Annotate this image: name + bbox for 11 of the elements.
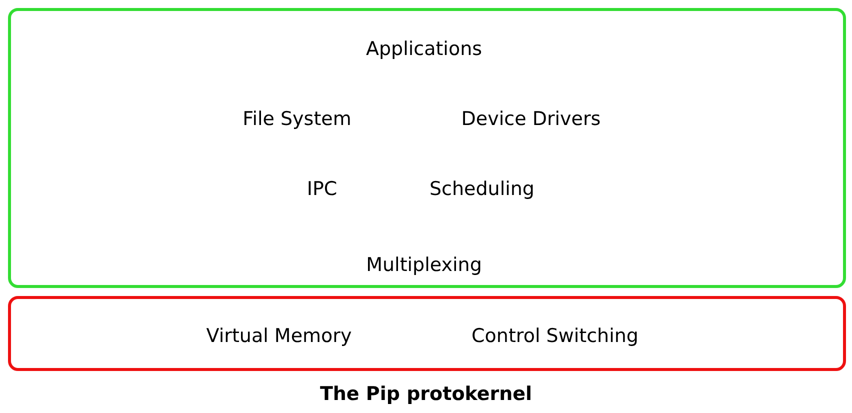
component-label: Control Switching bbox=[472, 324, 638, 349]
component-label: Applications bbox=[366, 36, 482, 62]
component-label: Device Drivers bbox=[461, 106, 601, 132]
component-label: Multiplexing bbox=[366, 252, 482, 278]
layer-box bbox=[8, 8, 846, 288]
component-label: IPC bbox=[306, 176, 338, 202]
layer-box bbox=[8, 296, 846, 371]
component-label: Scheduling bbox=[430, 176, 534, 202]
component-label: Virtual Memory bbox=[206, 324, 352, 349]
component-label: File System bbox=[242, 106, 352, 132]
caption: The Pip protokernel bbox=[320, 382, 532, 407]
